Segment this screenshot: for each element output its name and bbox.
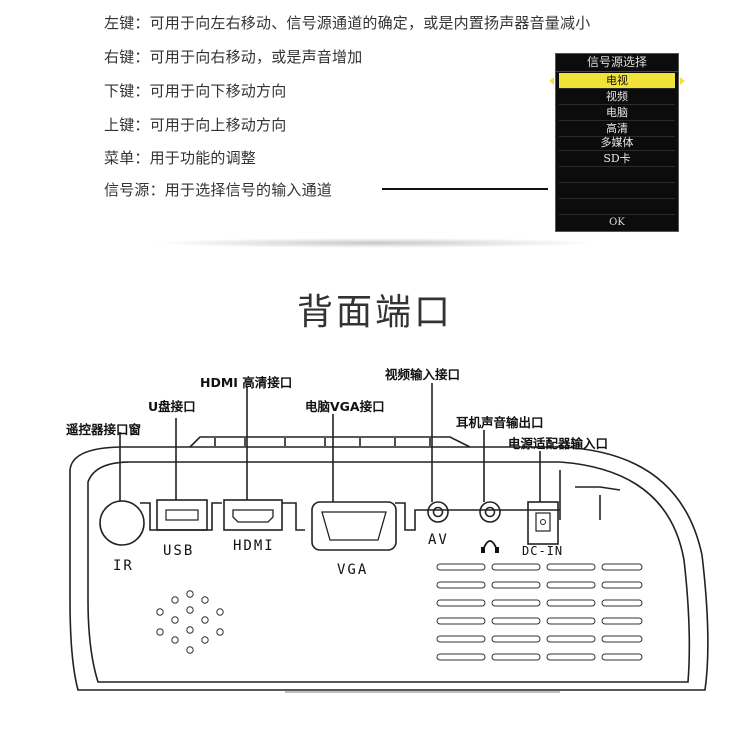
menu-ok-button[interactable]: OK	[609, 217, 625, 228]
right-arrow-icon	[680, 77, 685, 85]
source-menu: 信号源选择 电视 视频 电脑 高清 多媒体 SD卡 OK	[549, 53, 685, 232]
callout-usb-port: U盘接口	[148, 399, 196, 414]
headphone-icon	[482, 540, 498, 551]
key-line-menu: 菜单：用于功能的调整	[104, 149, 257, 167]
key-line-left: 左键：可用于向左右移动、信号源通道的确定，或是内置扬声器音量减小	[104, 14, 591, 32]
projector-inner-panel	[87, 461, 691, 683]
menu-item-video[interactable]: 视频	[559, 89, 675, 105]
port-label-dc-in: DC-IN	[522, 544, 564, 558]
hdmi-port	[223, 499, 283, 531]
earphone-port	[479, 501, 501, 523]
vga-port	[311, 501, 397, 551]
usb-port	[156, 499, 208, 531]
callout-vga-port: 电脑VGA接口	[305, 399, 385, 414]
port-label-hdmi: HDMI	[233, 538, 275, 554]
menu-item-multimedia[interactable]: 多媒体	[559, 135, 675, 151]
menu-empty-row	[559, 167, 675, 183]
port-label-ir: IR	[113, 558, 134, 574]
callout-remote-window: 遥控器接口窗	[66, 422, 142, 437]
speaker-grille	[156, 590, 224, 654]
projector-body	[69, 446, 709, 691]
menu-empty-row	[559, 199, 675, 215]
key-line-up: 上键：可用于向上移动方向	[104, 116, 287, 134]
menu-item-sd[interactable]: SD卡	[559, 151, 675, 167]
top-ridge	[189, 436, 471, 448]
callout-power-input: 电源适配器输入口	[508, 436, 609, 451]
divider-shadow	[150, 238, 600, 248]
av-port	[427, 501, 449, 523]
section-title: 背面端口	[296, 292, 453, 333]
left-arrow-icon	[549, 77, 554, 85]
key-line-source: 信号源：用于选择信号的输入通道	[104, 181, 333, 199]
key-line-down: 下键：可用于向下移动方向	[104, 82, 287, 100]
port-strip	[140, 502, 560, 531]
source-menu-title: 信号源选择	[556, 54, 678, 72]
port-label-usb: USB	[163, 543, 195, 559]
menu-empty-row	[559, 183, 675, 199]
callout-earphone: 耳机声音输出口	[456, 415, 544, 430]
callout-video-input: 视频输入接口	[385, 367, 461, 382]
key-line-right: 右键：可用于向右移动，或是声音增加	[104, 48, 363, 66]
menu-item-hd[interactable]: 高清	[559, 121, 675, 137]
callout-hdmi-port: HDMI 高清接口	[200, 375, 293, 390]
menu-item-pc[interactable]: 电脑	[559, 105, 675, 121]
dc-in-port	[527, 501, 559, 545]
ir-window	[99, 500, 145, 546]
port-label-av: AV	[428, 532, 449, 548]
source-pointer-line	[382, 188, 548, 190]
menu-item-tv[interactable]: 电视	[559, 73, 675, 89]
port-label-vga: VGA	[337, 562, 369, 578]
vent-grille	[436, 563, 643, 661]
